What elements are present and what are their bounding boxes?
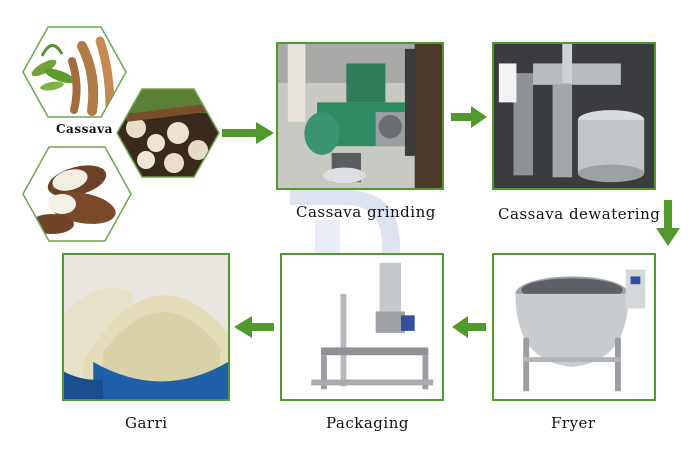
photo-cassava-grinding bbox=[276, 42, 444, 190]
cassava-plant-hex bbox=[22, 26, 127, 118]
label-cassava-grinding: Cassava grinding bbox=[296, 203, 436, 221]
arrow-right-1 bbox=[222, 122, 274, 144]
photo-garri bbox=[62, 253, 230, 401]
cassava-peeled-hex bbox=[22, 146, 132, 242]
label-packaging: Packaging bbox=[326, 414, 409, 432]
arrow-right-2 bbox=[451, 106, 487, 128]
arrow-left-2 bbox=[234, 316, 274, 338]
label-cassava-dewatering: Cassava dewatering bbox=[498, 205, 660, 223]
arrow-down bbox=[656, 200, 680, 246]
photo-packaging bbox=[280, 253, 444, 401]
label-garri: Garri bbox=[125, 414, 168, 432]
label-fryer: Fryer bbox=[551, 414, 596, 432]
photo-cassava-dewatering bbox=[492, 42, 656, 190]
label-cassava: Cassava bbox=[56, 122, 113, 136]
photo-fryer bbox=[492, 253, 656, 401]
arrow-left-1 bbox=[452, 316, 486, 338]
